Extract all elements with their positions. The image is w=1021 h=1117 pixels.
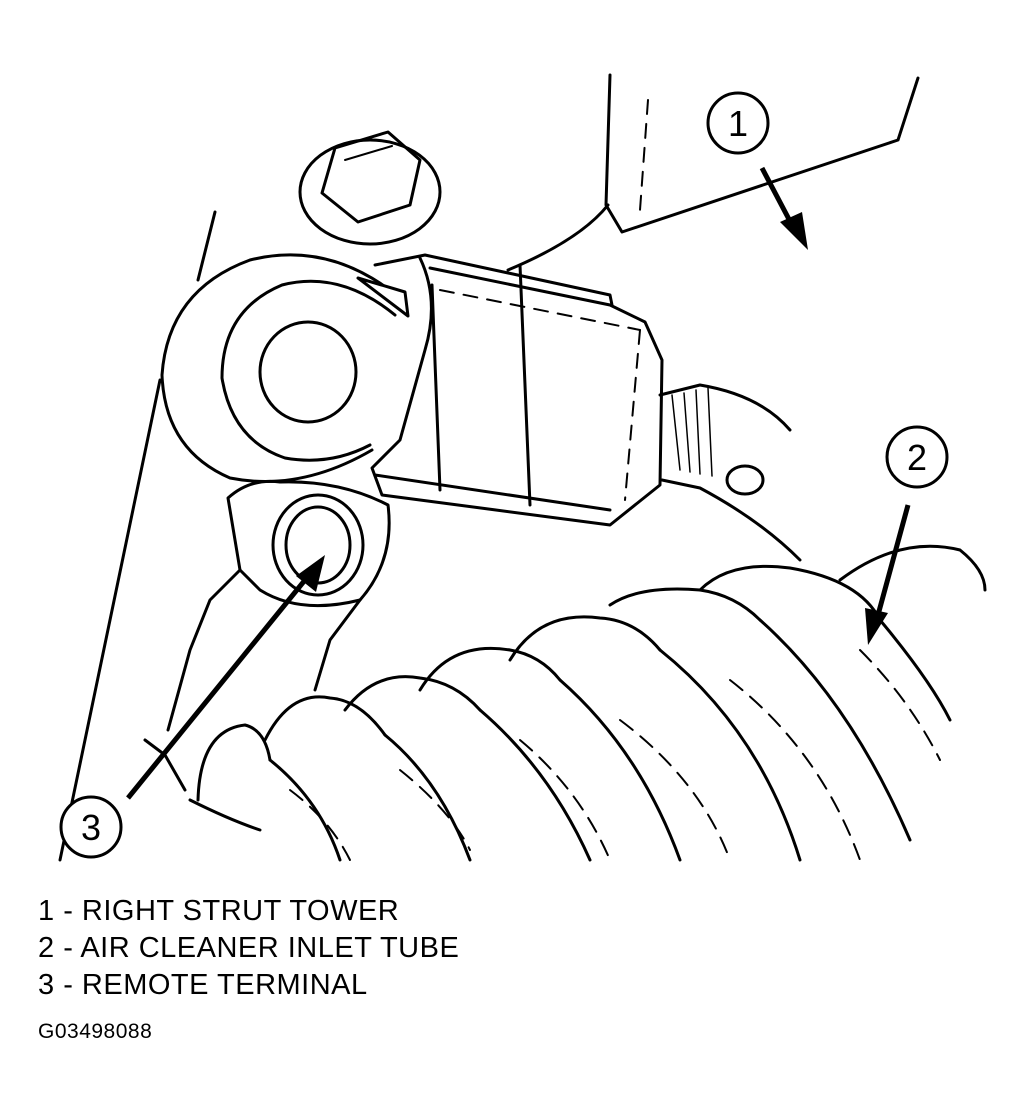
legend-item-label: REMOTE TERMINAL: [81, 969, 368, 1001]
connector-housing-drawing: [370, 253, 664, 527]
legend-item-number: 3: [38, 969, 55, 1001]
terminal-clamp-drawing: [160, 253, 410, 483]
legend-separator: -: [54, 895, 82, 927]
nut-drawing: [298, 130, 442, 246]
legend-item-label: AIR CLEANER INLET TUBE: [80, 932, 460, 964]
legend: 1 - RIGHT STRUT TOWER 2 - AIR CLEANER IN…: [38, 893, 459, 1004]
legend-item-3: 3 - REMOTE TERMINAL: [38, 967, 459, 1004]
legend-item-label: RIGHT STRUT TOWER: [81, 895, 400, 927]
inlet-tube-drawing: [188, 544, 987, 862]
legend-item-2: 2 - AIR CLEANER INLET TUBE: [38, 930, 459, 967]
callout-1: 1: [706, 91, 808, 250]
figure-id: G03498088: [38, 1020, 153, 1043]
strut-tower-drawing: [58, 73, 920, 862]
callout-2-number: 2: [907, 437, 927, 478]
callout-1-number: 1: [728, 103, 748, 144]
component-illustration: 1 2 3: [58, 73, 987, 862]
callout-3: 3: [59, 555, 325, 859]
remote-terminal-drawing: [143, 479, 391, 792]
legend-separator: -: [54, 969, 82, 1001]
callout-3-number: 3: [81, 807, 101, 848]
legend-item-number: 1: [38, 895, 55, 927]
legend-separator: -: [54, 932, 81, 964]
legend-item-number: 2: [38, 932, 55, 964]
cable-drawing: [658, 383, 802, 562]
legend-item-1: 1 - RIGHT STRUT TOWER: [38, 893, 459, 930]
callout-2: 2: [865, 425, 949, 645]
